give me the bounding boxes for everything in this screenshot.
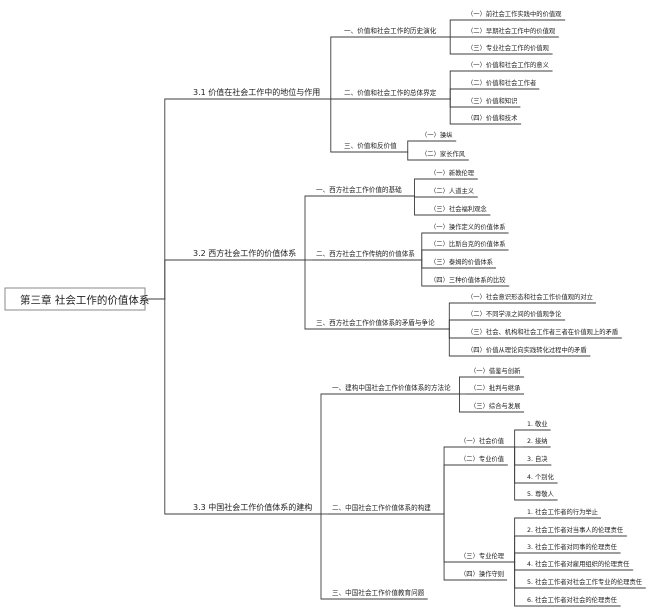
item-knowledge-connector xyxy=(439,98,463,108)
root-node[interactable]: 第三章 社会工作的价值体系 xyxy=(20,294,149,307)
leaf-respect[interactable]: 5. 尊敬人 xyxy=(527,489,555,498)
item-comparison[interactable]: （四）三种价值体系的比较 xyxy=(430,275,506,284)
item-professional-connector xyxy=(439,36,463,55)
item-social-value-connector xyxy=(434,446,456,515)
topic-history[interactable]: 一、价值和社会工作的历史演化 xyxy=(344,26,437,35)
leaf-colleagues[interactable]: 3. 社会工作者对同事的伦理责任 xyxy=(527,542,618,551)
item-schools-connector xyxy=(438,319,463,330)
item-professional-ethics-connector xyxy=(434,513,456,563)
topic-western-conflict-connector xyxy=(299,259,312,330)
topic-western-conflict[interactable]: 三、西方社会工作价值体系的矛盾与争论 xyxy=(316,318,435,327)
leaf-conduct[interactable]: 1. 社会工作者的行为举止 xyxy=(527,507,598,516)
item-theory-practice-connector xyxy=(438,328,463,357)
item-pre-practice-connector xyxy=(439,19,463,38)
item-paternalism-connector xyxy=(400,151,417,161)
leaf-society[interactable]: 6. 社会工作者对社会的伦理责任 xyxy=(527,595,618,604)
leaf-profession[interactable]: 5. 社会工作者对社会工作专业的伦理责任 xyxy=(527,577,643,586)
item-professional-value-connector xyxy=(434,464,456,515)
leaf-dedication-connector xyxy=(507,429,523,448)
topic-western-basis-connector xyxy=(299,195,312,261)
item-manipulation-connector xyxy=(400,140,417,153)
topic-methodology[interactable]: 一、建构中国社会工作价值体系的方法论 xyxy=(332,383,451,392)
topic-education-connector xyxy=(315,513,328,600)
leaf-dedication[interactable]: 1. 敬业 xyxy=(527,419,548,428)
item-meaning-connector xyxy=(439,70,463,100)
item-ideology-connector xyxy=(438,302,463,330)
item-professional-value[interactable]: （二）专业价值 xyxy=(460,454,505,463)
item-pre-practice[interactable]: （一）前社会工作实践中的价值观 xyxy=(467,9,562,18)
leaf-clients-connector xyxy=(507,535,523,563)
section-3-3-connector xyxy=(145,298,189,515)
root-node-box xyxy=(4,287,146,311)
section-3-1[interactable]: 3.1 价值在社会工作中的地位与作用 xyxy=(193,87,320,97)
item-protestant-connector xyxy=(405,178,426,197)
leaf-employer[interactable]: 4. 社会工作者对雇用组织的伦理责任 xyxy=(527,559,630,568)
item-synthesis[interactable]: （三）综合与发展 xyxy=(470,401,521,410)
leaf-clients[interactable]: 2. 社会工作者对当事人的伦理责任 xyxy=(527,525,624,534)
item-ideology[interactable]: （一）社会意识形态和社会工作价值观的对立 xyxy=(467,292,593,301)
item-three-party[interactable]: （三）社会、机构和社会工作者三者在价值观上的矛盾 xyxy=(467,327,619,336)
item-critique[interactable]: （二）批判与继承 xyxy=(470,383,521,392)
item-manipulation[interactable]: （一）操纵 xyxy=(421,130,453,139)
leaf-individualization[interactable]: 4. 个别化 xyxy=(527,472,555,481)
item-welfare[interactable]: （三）社会福利观念 xyxy=(430,204,487,213)
item-protestant[interactable]: （一）新教伦理 xyxy=(430,168,475,177)
item-biestek-connector xyxy=(418,249,426,261)
item-technique-connector xyxy=(439,98,463,125)
topic-western-basis[interactable]: 一、西方社会工作价值的基础 xyxy=(316,185,402,194)
item-early[interactable]: （二）早期社会工作中的价值观 xyxy=(467,26,556,35)
topic-history-connector xyxy=(323,36,340,100)
section-3-2[interactable]: 3.2 西方社会工作的价值体系 xyxy=(193,248,296,258)
connector-lines xyxy=(145,19,646,607)
item-theory-practice[interactable]: （四）价值从理论向实践转化过程中的矛盾 xyxy=(467,345,587,354)
leaf-society-connector xyxy=(507,561,523,607)
section-3-3[interactable]: 3.3 中国社会工作价值体系的建构 xyxy=(193,502,312,512)
item-humanism[interactable]: （二）人道主义 xyxy=(430,186,475,195)
topic-anti-value-connector xyxy=(323,98,340,153)
topic-education[interactable]: 三、中国社会工作价值教育问题 xyxy=(332,588,425,597)
item-synthesis-connector xyxy=(454,393,466,413)
item-comparison-connector xyxy=(418,259,426,287)
leaf-conduct-connector xyxy=(507,517,523,563)
leaf-self-determination-connector xyxy=(507,446,523,466)
item-worker-connector xyxy=(439,88,463,100)
item-professional[interactable]: （三）专业社会工作的价值观 xyxy=(467,43,550,52)
item-meaning[interactable]: （一）价值和社会工作的意义 xyxy=(467,60,550,69)
section-3-1-connector xyxy=(145,98,189,300)
topic-definition[interactable]: 二、价值和社会工作的总体界定 xyxy=(344,88,437,97)
item-operating-rules-connector xyxy=(434,513,456,581)
item-timms[interactable]: （三）泰姆的价值体系 xyxy=(430,257,493,266)
leaf-colleagues-connector xyxy=(507,552,523,563)
item-three-party-connector xyxy=(438,328,463,339)
item-operating-rules[interactable]: （四）操作守则 xyxy=(460,569,504,578)
leaf-respect-connector xyxy=(507,446,523,501)
item-social-value[interactable]: （一）社会价值 xyxy=(460,436,505,445)
item-borrow[interactable]: （一）借鉴与创新 xyxy=(470,366,521,375)
topic-western-tradition[interactable]: 二、西方社会工作传统的价值体系 xyxy=(316,249,415,258)
item-biestek[interactable]: （二）比斯台克的价值体系 xyxy=(430,239,506,248)
topic-construction[interactable]: 二、中国社会工作价值体系的构建 xyxy=(332,503,431,512)
item-technique[interactable]: （四）价值和技术 xyxy=(467,113,518,122)
item-professional-ethics[interactable]: （三）专业伦理 xyxy=(460,551,505,560)
leaf-acceptance[interactable]: 2. 接纳 xyxy=(527,436,548,445)
item-schools[interactable]: （二）不同学派之间的价值观争论 xyxy=(467,309,562,318)
item-knowledge[interactable]: （三）价值和知识 xyxy=(467,96,517,105)
leaf-self-determination[interactable]: 3. 自决 xyxy=(527,454,548,463)
leaf-employer-connector xyxy=(507,561,523,571)
section-3-2-connector xyxy=(145,259,189,300)
item-paternalism[interactable]: （二）家长作风 xyxy=(421,149,466,158)
topic-methodology-connector xyxy=(315,393,328,515)
item-worker[interactable]: （二）价值和社会工作者 xyxy=(467,78,536,87)
item-welfare-connector xyxy=(405,195,426,216)
leaf-profession-connector xyxy=(507,561,523,589)
item-borrow-connector xyxy=(454,376,466,395)
topic-anti-value[interactable]: 三、价值和反价值 xyxy=(344,141,397,150)
item-operational[interactable]: （一）操作定义的价值体系 xyxy=(430,222,506,231)
